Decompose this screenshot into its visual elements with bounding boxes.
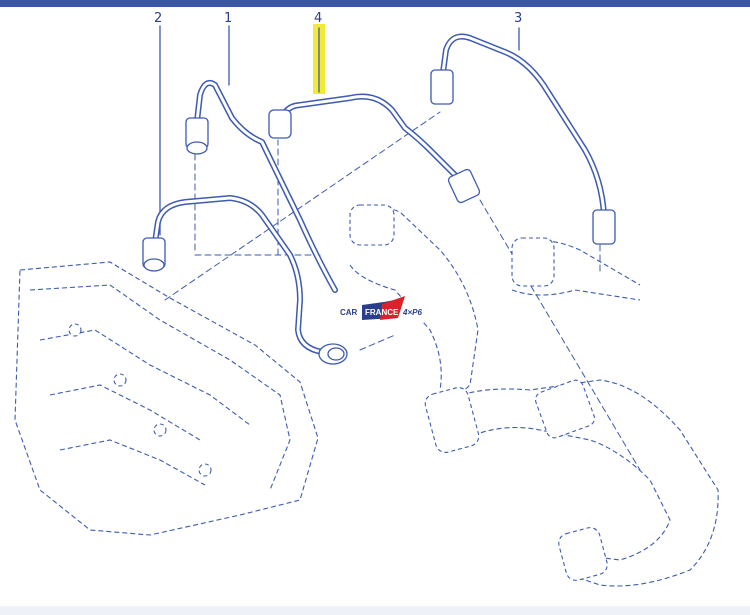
hose-1 (193, 80, 338, 293)
callout-4: 4 (314, 11, 322, 26)
carfrance-logo: CAR FRANCE 4×P6 (339, 296, 425, 322)
svg-text:FRANCE: FRANCE (365, 308, 399, 317)
svg-text:4×P6: 4×P6 (402, 308, 422, 317)
svg-text:CAR: CAR (340, 308, 358, 317)
callout-3: 3 (514, 11, 522, 26)
callout-1: 1 (224, 11, 232, 26)
callout-2: 2 (154, 11, 162, 26)
hose-4 (277, 93, 463, 183)
lower-hose (439, 379, 719, 587)
intake-hose-upper (354, 204, 479, 397)
bottom-border (0, 606, 750, 615)
engine-manifold (14, 261, 319, 536)
top-border (0, 0, 750, 7)
